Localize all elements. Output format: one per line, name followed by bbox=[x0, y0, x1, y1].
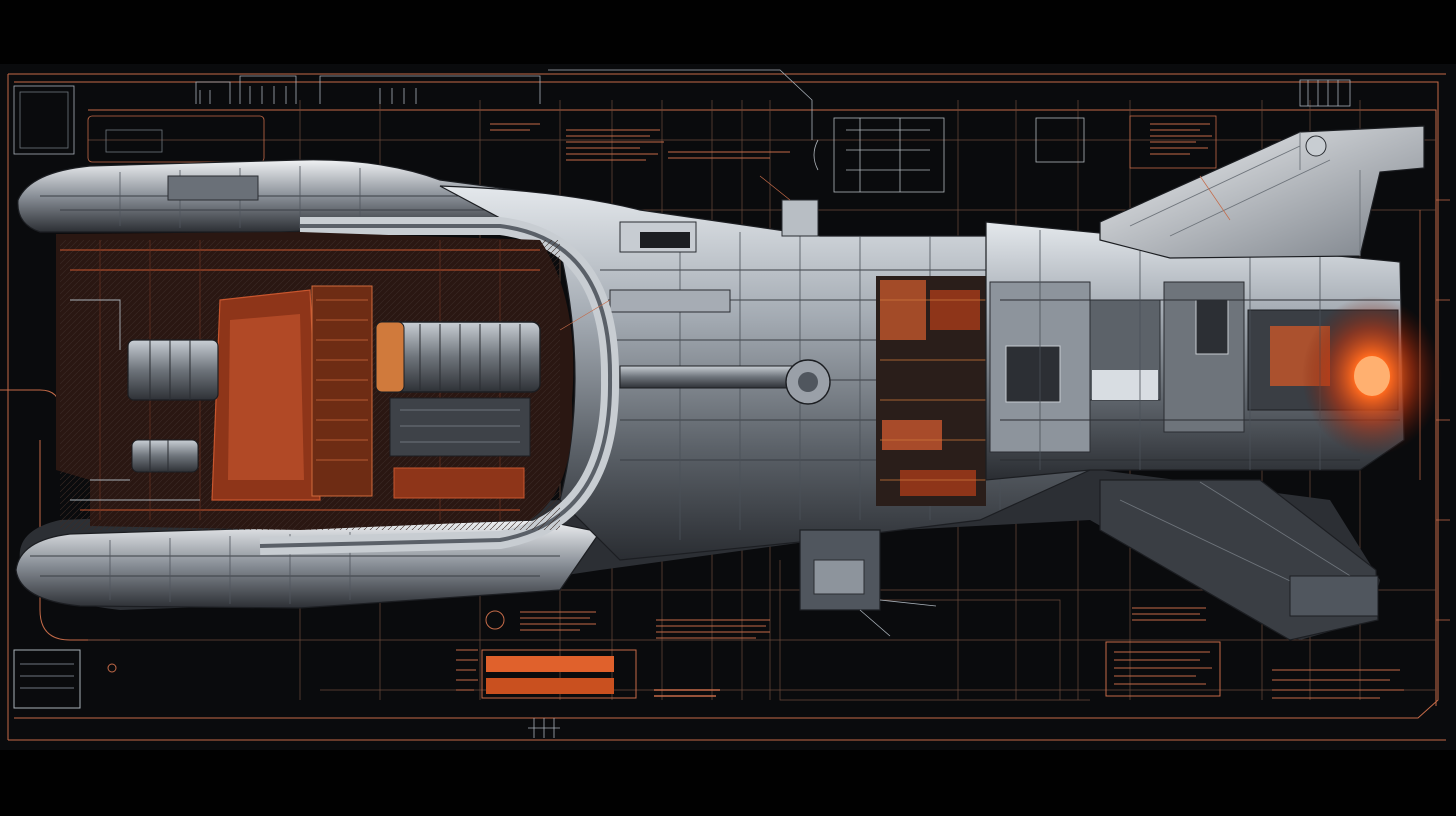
ship-dorsal-fin bbox=[1099, 125, 1425, 259]
ship-ventral-fin bbox=[1099, 479, 1379, 641]
engine-glow bbox=[1302, 296, 1442, 456]
ship-reactor-core bbox=[375, 321, 541, 457]
header-text-blocks bbox=[490, 123, 1212, 161]
ship-upper-pod bbox=[17, 159, 603, 233]
letterbox-top bbox=[0, 0, 1456, 64]
ship-interior-bay bbox=[56, 232, 574, 530]
bottom-annotations bbox=[13, 607, 1404, 738]
blueprint-frame bbox=[0, 73, 1446, 741]
ship-mid-machinery bbox=[876, 276, 986, 506]
ship-ventral-pod bbox=[799, 529, 937, 637]
header-schematics bbox=[13, 69, 1351, 163]
letterbox-bottom bbox=[0, 750, 1456, 816]
header-diagram-right bbox=[813, 115, 1217, 193]
leader-lines bbox=[559, 175, 1450, 621]
ship-nose-emitters bbox=[70, 299, 219, 501]
